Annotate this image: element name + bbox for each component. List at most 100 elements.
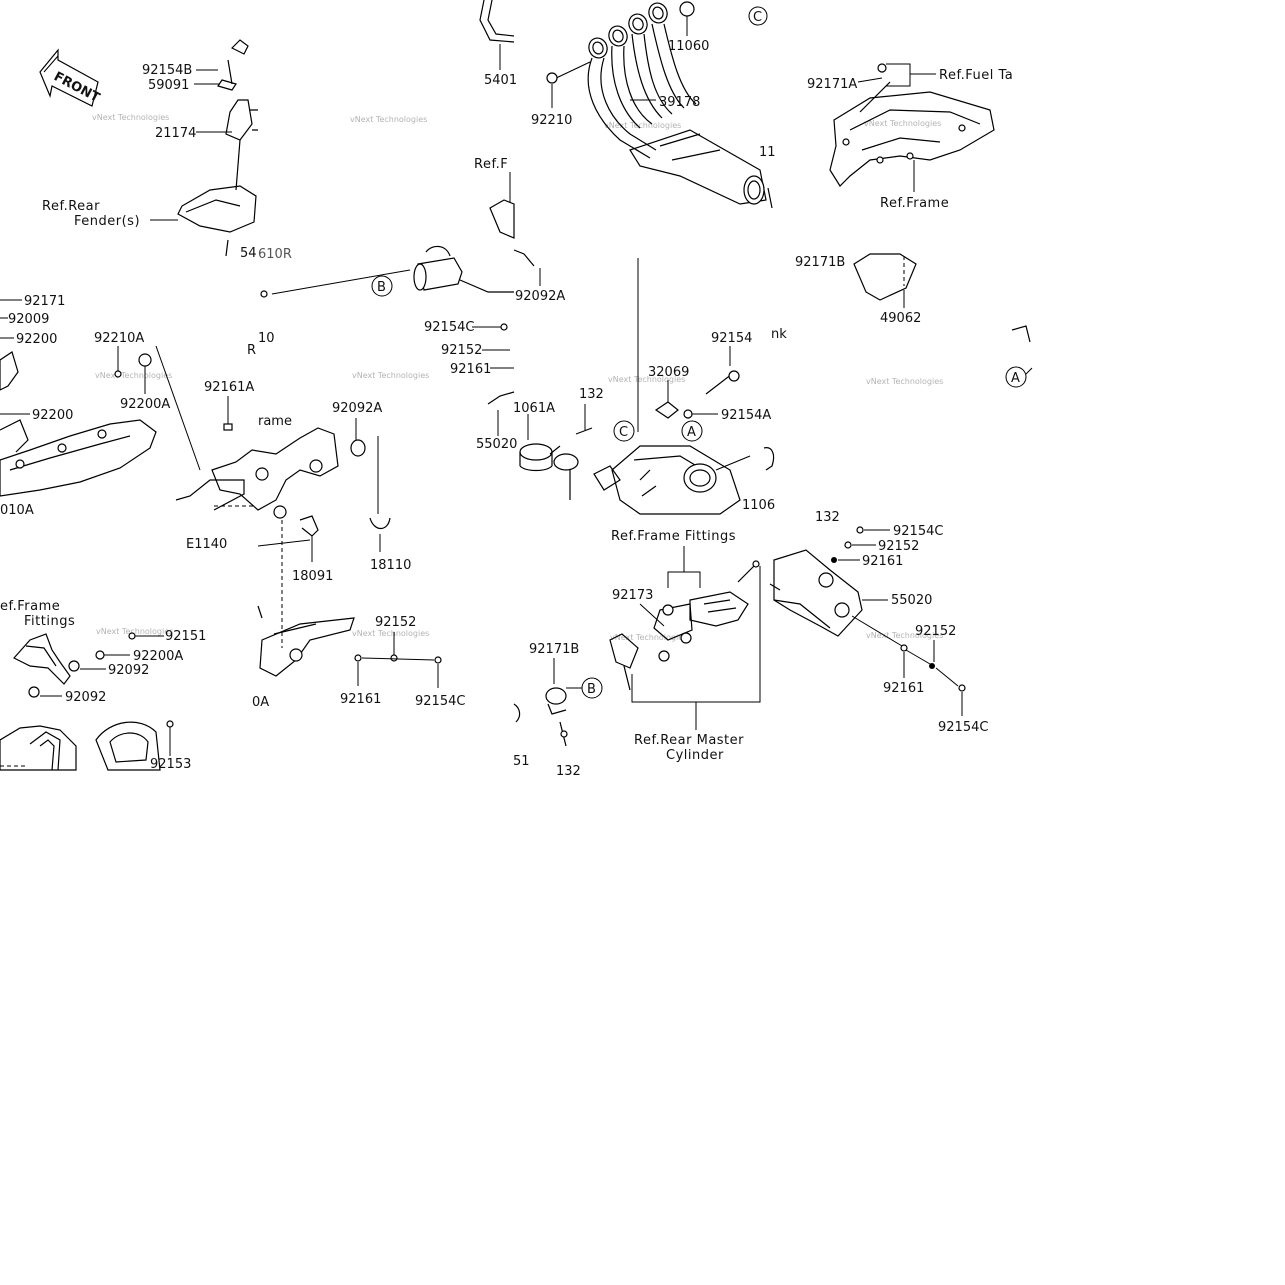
cut-label: 0A — [252, 695, 269, 710]
part-label: 92092A — [332, 401, 382, 416]
watermark: vNext Technologies — [866, 377, 943, 386]
marker-c: C — [753, 10, 762, 25]
part-label: 1106 — [742, 498, 775, 513]
part-label: 92161A — [204, 380, 254, 395]
ref-label: nk — [771, 327, 787, 342]
panel-bottom-left: ef.Frame Fittings vNext Technologies 921… — [0, 599, 206, 772]
watermark: vNext Technologies — [96, 627, 173, 636]
heat-guard-part — [257, 605, 355, 677]
part-label: 92154A — [721, 408, 771, 423]
panel-muffler: vNext Technologies 32069 92154 92154A C … — [549, 258, 775, 515]
part-label: 010A — [0, 503, 34, 518]
part-label: 92092 — [108, 663, 149, 678]
part-label: 1061A — [513, 401, 555, 416]
part-label: 92152 — [915, 624, 956, 639]
part-label: 55020 — [476, 437, 517, 452]
panel-middle-left: vNext Technologies vNext Technologies 92… — [175, 115, 429, 648]
part-label: 92171B — [529, 642, 579, 657]
part-label: 92009 — [8, 312, 49, 327]
panel-bottom-center-left: vNext Technologies 0A 92152 92161 92154C — [252, 605, 465, 710]
part-label: 11 — [759, 145, 776, 160]
part-label: 92154C — [424, 320, 474, 335]
frame-part — [829, 81, 995, 187]
part-label: 5401 — [484, 73, 517, 88]
part-label: 92173 — [612, 588, 653, 603]
part-label: 92154C — [893, 524, 943, 539]
part-label: 92152 — [441, 343, 482, 358]
watermark: vNext Technologies — [866, 631, 943, 640]
panel-exhaust: vNext Technologies C — [531, 1, 776, 209]
part-label: 59091 — [148, 78, 189, 93]
watermark: vNext Technologies — [352, 629, 429, 638]
exhaust-header-part — [587, 1, 773, 209]
part-label: R — [247, 343, 256, 358]
part-label: 92154B — [142, 63, 192, 78]
watermark: vNext Technologies — [604, 121, 681, 130]
part-label: 92152 — [878, 539, 919, 554]
heat-cover-part — [769, 549, 863, 637]
part-label: 39178 — [659, 95, 700, 110]
part-label: 92152 — [375, 615, 416, 630]
part-label: 92154C — [415, 694, 465, 709]
part-label: 92153 — [150, 757, 191, 772]
muffler-part — [593, 445, 741, 515]
part-label: 132 — [815, 510, 840, 525]
clamp-part — [513, 687, 567, 723]
watermark: vNext Technologies — [95, 371, 172, 380]
part-label: 92092 — [65, 690, 106, 705]
panel-top-center: 5401 Ref.F B 610R 92092A 10 R 92154C 921… — [247, 0, 565, 472]
part-label: 92171A — [807, 77, 857, 92]
ref-label: Ref.Fuel Ta — [939, 68, 1013, 83]
part-label: 18110 — [370, 558, 411, 573]
panel-master-cylinder: Ref.Frame Fittings 92173 vNext Technolog… — [513, 529, 761, 779]
marker-b: B — [587, 682, 596, 697]
part-label: 49062 — [880, 311, 921, 326]
ref-label: Fender(s) — [74, 214, 140, 229]
part-label: 92092A — [515, 289, 565, 304]
marker-a: A — [1011, 371, 1020, 386]
ref-label: Ref.F — [474, 157, 508, 172]
panel-heat-cover: 132 92154C 92152 92161 55020 vNext Techn… — [769, 510, 988, 735]
part-label: E1140 — [186, 537, 227, 552]
watermark: vNext Technologies — [352, 371, 429, 380]
part-label: 11060 — [668, 39, 709, 54]
panel-top-left: FRONT vNext Technologies vNext Technolog… — [0, 39, 258, 518]
part-label: 92200A — [133, 649, 183, 664]
part-label: 92200 — [16, 332, 57, 347]
tail-cowl-part — [0, 351, 157, 497]
cut-label: 610R — [258, 247, 292, 262]
watermark: vNext Technologies — [350, 115, 427, 124]
panel-frame: vNext Technologies 92171A Ref.Fuel Ta Re… — [771, 63, 1033, 388]
ref-label: Ref.Frame — [880, 196, 949, 211]
part-label: 92210A — [94, 331, 144, 346]
watermark: vNext Technologies — [608, 375, 685, 384]
ref-label: Ref.Rear — [42, 199, 100, 214]
footrest-part — [0, 633, 161, 771]
watermark: vNext Technologies — [864, 119, 941, 128]
part-label: 32069 — [648, 365, 689, 380]
part-label: 92161 — [340, 692, 381, 707]
part-label: 92161 — [862, 554, 903, 569]
footrest-bracket-part — [175, 427, 339, 519]
part-label: 92210 — [531, 113, 572, 128]
watermark: vNext Technologies — [610, 633, 687, 642]
part-label: 18091 — [292, 569, 333, 584]
part-label: 21174 — [155, 126, 196, 141]
ref-label: Fittings — [24, 614, 75, 629]
part-label: 92161 — [450, 362, 491, 377]
cylinder-part — [413, 245, 535, 293]
part-label: 92171 — [24, 294, 65, 309]
frame-text: rame — [258, 414, 292, 429]
part-label: 92200A — [120, 397, 170, 412]
ref-label: Ref.Rear Master — [634, 733, 744, 748]
part-label: 92151 — [165, 629, 206, 644]
watermark: vNext Technologies — [92, 113, 169, 122]
part-label: 54 — [240, 246, 257, 261]
part-label: 92154C — [938, 720, 988, 735]
ref-label: Ref.Frame Fittings — [611, 529, 736, 544]
front-arrow-icon: FRONT — [39, 48, 102, 107]
part-label: 92171B — [795, 255, 845, 270]
part-label: 92200 — [32, 408, 73, 423]
part-label: 92161 — [883, 681, 924, 696]
